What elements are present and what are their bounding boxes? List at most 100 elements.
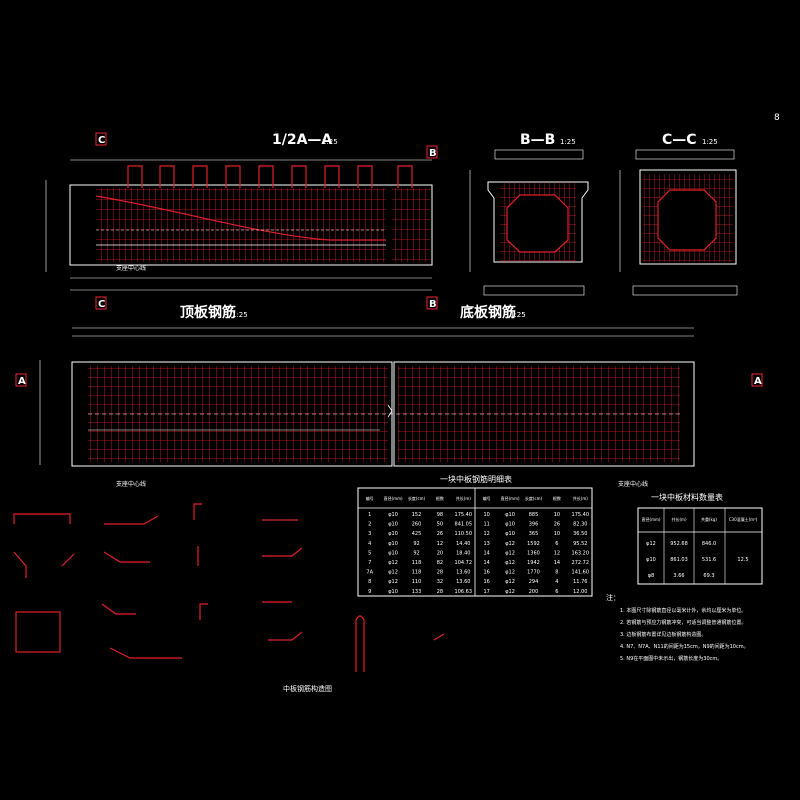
rebar-table-cell: 7A bbox=[366, 570, 373, 576]
rebar-table-cell: 92 bbox=[413, 550, 419, 556]
rebar-table-cell: 106.63 bbox=[455, 589, 473, 595]
bottom-plate-scale: 1:25 bbox=[510, 311, 526, 319]
rebar-table-cell: 8 bbox=[555, 570, 558, 576]
rebar-table-cell: 118 bbox=[412, 570, 422, 576]
plan-view: 顶板钢筋 1:25 底板钢筋 1:25 A A 支座中心线 支座中心线 bbox=[15, 304, 763, 488]
rebar-table-cell: 365 bbox=[529, 531, 539, 537]
section-mark-a-right: A bbox=[754, 376, 762, 387]
c-c-void bbox=[657, 189, 717, 251]
rebar-table-cell: φ10 bbox=[388, 512, 398, 518]
section-mark-b-bottom: B bbox=[429, 299, 437, 310]
rebar-table-header: 长度(cm) bbox=[408, 495, 426, 501]
rebar-table-cell: 260 bbox=[412, 522, 422, 528]
rebar-table-cell: 14.40 bbox=[456, 541, 470, 547]
rebar-table-cell: φ12 bbox=[505, 589, 515, 595]
rebar-table-cell: 18.40 bbox=[456, 550, 470, 556]
rebar-table-cell: 82 bbox=[437, 560, 443, 566]
rebar-table-header: 直径(mm) bbox=[501, 495, 520, 501]
rebar-table-cell: 11.76 bbox=[573, 579, 587, 585]
material-table-cell: 12.5 bbox=[737, 557, 748, 563]
rebar-table-cell: 9 bbox=[368, 589, 371, 595]
note-4: 4. N7、N7A、N11的间距为15cm，N9的间距为10cm。 bbox=[620, 643, 749, 650]
b-b-void bbox=[506, 194, 569, 253]
page-number: 8 bbox=[774, 113, 780, 123]
top-plate-scale: 1:25 bbox=[232, 311, 248, 319]
rebar-table-cell: 6 bbox=[555, 541, 558, 547]
rebar-table-header: 直径(mm) bbox=[384, 495, 403, 501]
note-1: 1. 本图尺寸除钢筋直径以毫米计外，余均以厘米为单位。 bbox=[620, 607, 746, 614]
section-mark-c-bottom: C bbox=[98, 299, 105, 310]
rebar-table-cell: 6 bbox=[555, 589, 558, 595]
rebar-table-cell: 10 bbox=[554, 512, 560, 518]
rebar-table-cell: 98 bbox=[437, 512, 443, 518]
material-table-cell: 952.68 bbox=[670, 541, 688, 547]
rebar-table-cell: 28 bbox=[437, 589, 443, 595]
support-center-label-1: 支座中心线 bbox=[116, 264, 146, 272]
rebar-table-cell: 118 bbox=[412, 560, 422, 566]
rebar-table-cell: 8 bbox=[368, 579, 371, 585]
rebar-table-cell: 175.40 bbox=[572, 512, 590, 518]
b-b-title: B—B bbox=[520, 132, 555, 148]
rebar-table-cell: 885 bbox=[529, 512, 539, 518]
rebar-table-cell: 110 bbox=[412, 579, 422, 585]
rebar-table-cell: 175.40 bbox=[455, 512, 473, 518]
rebar-table-cell: 425 bbox=[412, 531, 422, 537]
rebar-table-cell: 10 bbox=[554, 531, 560, 537]
rebar-table-cell: φ12 bbox=[388, 579, 398, 585]
c-c-title: C—C bbox=[662, 132, 697, 148]
bottom-plate-title: 底板钢筋 bbox=[460, 304, 516, 321]
rebar-table-title: 一块中板钢筋明细表 bbox=[440, 474, 512, 484]
rebar-table-cell: 272.72 bbox=[572, 560, 590, 566]
rebar-table-cell: φ10 bbox=[505, 531, 515, 537]
material-table-header: C30混凝土(m³) bbox=[729, 516, 758, 522]
material-table-header: 共重(kg) bbox=[701, 516, 717, 522]
notes-head: 注： bbox=[606, 593, 620, 602]
rebar-table-cell: 92 bbox=[413, 541, 419, 547]
rebar-table-cell: 32 bbox=[437, 579, 443, 585]
rebar-table-cell: 2 bbox=[368, 522, 371, 528]
notes: 注： 1. 本图尺寸除钢筋直径以毫米计外，余均以厘米为单位。 2. 若钢筋与预应… bbox=[606, 593, 749, 662]
section-mark-c-top: C bbox=[98, 135, 105, 146]
material-table-cell: 861.03 bbox=[670, 557, 688, 563]
rebar-table-cell: 16 bbox=[484, 570, 490, 576]
rebar-table-header: 编号 bbox=[366, 495, 374, 501]
rebar-table-cell: 110.50 bbox=[455, 531, 473, 537]
detail-title: 中板钢筋构造图 bbox=[283, 684, 332, 693]
top-stirrup-loops bbox=[127, 165, 413, 188]
material-table-cell: φ12 bbox=[646, 541, 656, 547]
half-a-scale: 1:25 bbox=[322, 138, 338, 146]
b-b-scale: 1:25 bbox=[560, 138, 576, 146]
rebar-table-cell: 1942 bbox=[527, 560, 540, 566]
rebar-table-header: 根数 bbox=[436, 495, 444, 501]
section-mark-a-left: A bbox=[18, 376, 26, 387]
note-2: 2. 若钢筋与预应力钢筋冲突，可适当调整普通钢筋位置。 bbox=[620, 619, 746, 626]
rebar-table-cell: φ12 bbox=[505, 579, 515, 585]
material-table-cell: 69.3 bbox=[703, 573, 714, 579]
rebar-table-cell: 14 bbox=[554, 560, 560, 566]
material-table-cell: φ10 bbox=[646, 557, 656, 563]
material-table-cell: φ8 bbox=[648, 573, 654, 579]
rebar-table-cell: 200 bbox=[529, 589, 539, 595]
rebar-table-cell: 50 bbox=[437, 522, 443, 528]
rebar-table-header: 编号 bbox=[483, 495, 491, 501]
section-b-b: B—B 1:25 bbox=[469, 132, 589, 296]
rebar-table-cell: φ10 bbox=[505, 522, 515, 528]
rebar-table-cell: 14 bbox=[484, 560, 490, 566]
rebar-table-cell: 12 bbox=[554, 550, 560, 556]
prestress-curve bbox=[95, 195, 386, 241]
rebar-table-cell: 7 bbox=[368, 560, 371, 566]
rebar-table-header: 长度(cm) bbox=[525, 495, 543, 501]
rebar-table-cell: 104.72 bbox=[455, 560, 473, 566]
material-table-title: 一块中板材料数量表 bbox=[651, 492, 723, 502]
rebar-table-cell: 133 bbox=[412, 589, 422, 595]
support-center-label-2: 支座中心线 bbox=[116, 480, 146, 488]
rebar-table-cell: 294 bbox=[529, 579, 539, 585]
bar-shape-details bbox=[13, 503, 445, 672]
material-table-cell: 846.0 bbox=[702, 541, 716, 547]
rebar-table-cell: 36.50 bbox=[573, 531, 587, 537]
material-table-cell: 531.6 bbox=[702, 557, 716, 563]
rebar-table-cell: 13.60 bbox=[456, 579, 470, 585]
rebar-table-cell: 12 bbox=[437, 541, 443, 547]
material-schedule: 一块中板材料数量表 bbox=[637, 492, 763, 585]
rebar-table-cell: 163.20 bbox=[572, 550, 590, 556]
